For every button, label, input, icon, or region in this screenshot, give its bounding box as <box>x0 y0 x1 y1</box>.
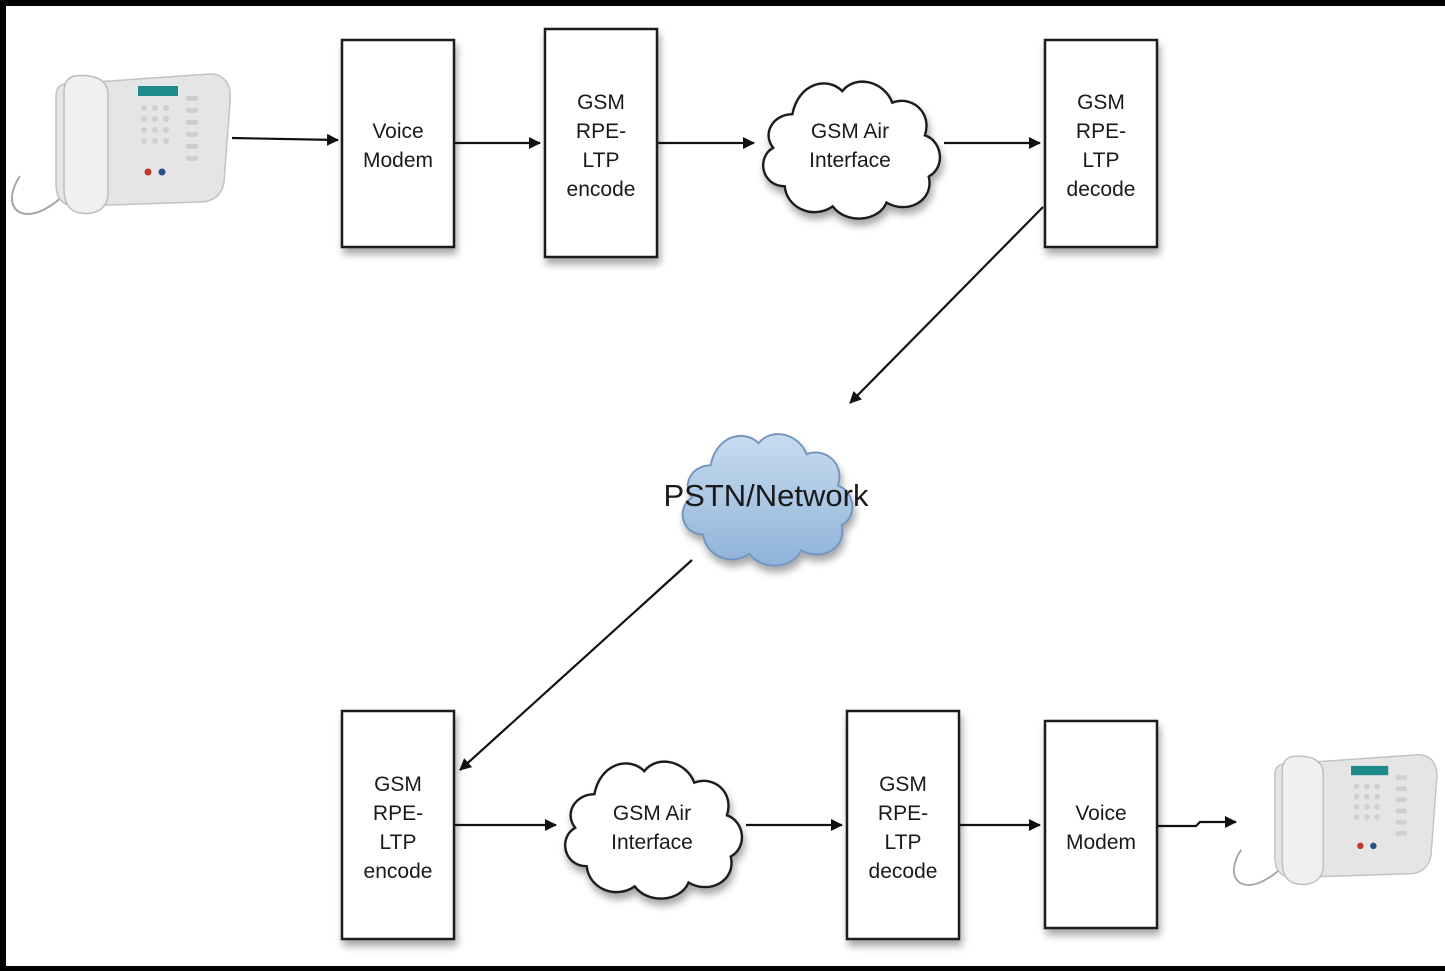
top-encode-line-4: encode <box>567 178 636 201</box>
top-air-line-2: Interface <box>809 149 891 172</box>
top-gsm-encode-block: GSM RPE- LTP encode <box>543 27 659 259</box>
bottom-air-interface-cloud: GSM Air Interface <box>563 760 744 900</box>
top-encode-line-1: GSM <box>577 91 625 114</box>
bottom-air-line-2: Interface <box>611 831 693 854</box>
bottom-decode-line-4: decode <box>869 860 938 883</box>
top-encode-line-2: RPE- <box>576 120 626 143</box>
bottom-voice-modem-line-1: Voice <box>1075 802 1126 825</box>
top-decode-line-2: RPE- <box>1076 120 1126 143</box>
bottom-voice-modem-line-2: Modem <box>1066 831 1136 854</box>
top-decode-line-4: decode <box>1067 178 1136 201</box>
pstn-network-label: PSTN/Network <box>664 478 869 513</box>
bottom-encode-line-2: RPE- <box>373 802 423 825</box>
bottom-gsm-encode-block: GSM RPE- LTP encode <box>340 709 456 941</box>
bottom-decode-line-2: RPE- <box>878 802 928 825</box>
bottom-decode-line-1: GSM <box>879 773 927 796</box>
arrow-decode-to-network <box>849 206 1044 404</box>
bottom-encode-line-3: LTP <box>380 831 417 854</box>
top-encode-line-3: LTP <box>583 149 620 172</box>
flow-diagram: Voice Modem GSM RPE- LTP encode GSM Air … <box>10 27 1438 941</box>
pstn-network-cloud: PSTN/Network <box>664 432 869 568</box>
bottom-encode-line-1: GSM <box>374 773 422 796</box>
arrow-network-to-encode <box>459 559 693 771</box>
top-decode-line-1: GSM <box>1077 91 1125 114</box>
arrow-modem-to-phone <box>1158 816 1237 828</box>
bottom-decode-line-3: LTP <box>885 831 922 854</box>
top-air-interface-cloud: GSM Air Interface <box>761 80 942 220</box>
top-voice-modem-block: Voice Modem <box>340 38 456 249</box>
top-air-line-1: GSM Air <box>811 120 889 143</box>
bottom-voice-modem-block: Voice Modem <box>1043 719 1159 930</box>
top-gsm-decode-block: GSM RPE- LTP decode <box>1043 38 1159 249</box>
top-voice-modem-line-2: Modem <box>363 149 433 172</box>
bottom-air-line-1: GSM Air <box>613 802 691 825</box>
bottom-encode-line-4: encode <box>364 860 433 883</box>
phone-start-icon <box>10 73 232 216</box>
top-decode-line-3: LTP <box>1083 149 1120 172</box>
top-voice-modem-line-1: Voice <box>372 120 423 143</box>
phone-end-icon <box>1232 753 1438 886</box>
arrow-phone-to-modem <box>231 133 339 146</box>
diagram-canvas: Voice Modem GSM RPE- LTP encode GSM Air … <box>6 6 1445 966</box>
bottom-gsm-decode-block: GSM RPE- LTP decode <box>845 709 961 941</box>
